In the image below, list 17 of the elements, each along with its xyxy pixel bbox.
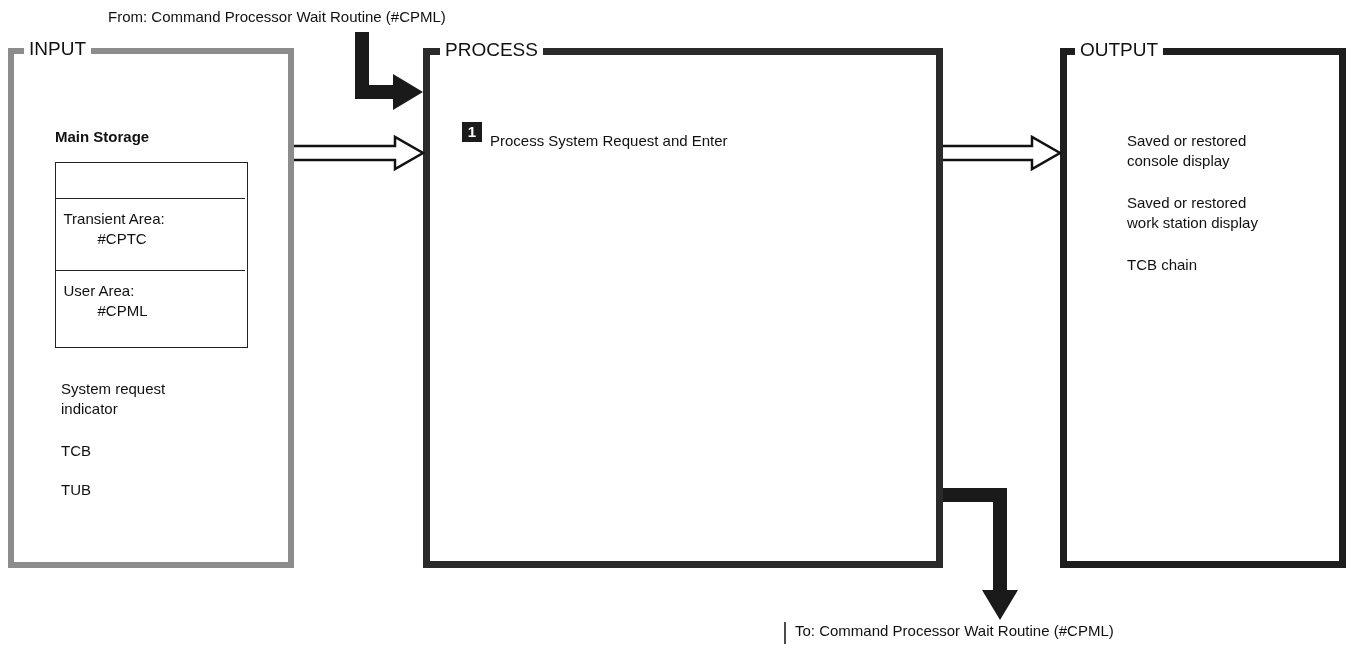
hollow-arrow (292, 134, 426, 172)
table-heading: Main Storage (55, 127, 151, 147)
item-text: TCB chain (1127, 255, 1199, 275)
routine-reference: From: Command Processor Wait Routine (#CPML) (108, 6, 446, 30)
item-text: User Area: #CPML (63, 280, 149, 321)
hollow-arrow (941, 134, 1063, 172)
routine-reference: To: Command Processor Wait Routine (#CPML) (795, 620, 1114, 644)
item-text: Process System Request and Enter (490, 131, 729, 151)
item-text: Saved or restored work station display (1127, 193, 1259, 233)
item-text: Saved or restored console display (1127, 131, 1248, 171)
thick-arrow (355, 32, 423, 110)
item-text: System request indicator (61, 379, 167, 419)
thick-arrow (943, 488, 1018, 620)
step-number: 1 (462, 122, 482, 142)
item-text: TCB (61, 441, 91, 461)
item-text: TUB (61, 480, 91, 500)
item-text: Transient Area: #CPTC (63, 208, 166, 249)
